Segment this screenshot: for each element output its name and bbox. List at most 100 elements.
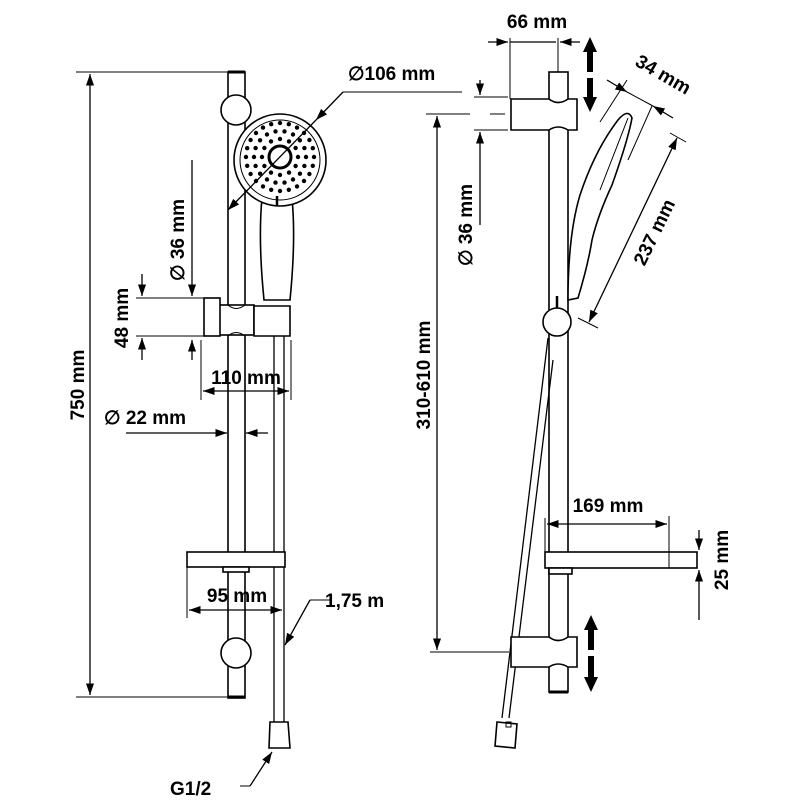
nozzle-dot <box>277 172 283 178</box>
front-holder <box>203 297 291 337</box>
nozzle-dot <box>297 171 303 176</box>
nozzle-dot <box>264 177 270 182</box>
side-holder-knob <box>542 307 572 337</box>
nozzle-dot <box>260 184 266 189</box>
holder-diameter-side-label: ∅ 36 mm <box>456 184 477 266</box>
leader-connector-thread: G1/2 <box>170 751 273 800</box>
dim-dish-projection: 169 mm <box>544 496 670 568</box>
nozzle-dot <box>277 136 283 142</box>
nozzle-pattern <box>243 120 317 194</box>
nozzle-dot <box>268 170 274 175</box>
nozzle-dot <box>257 138 263 143</box>
nozzle-dot <box>301 178 307 184</box>
nozzle-dot <box>290 177 296 182</box>
nozzle-dot <box>290 132 296 137</box>
adjust-up-down-arrow-icon <box>583 37 597 112</box>
dim-holder-diameter-front: ∅ 36 mm <box>168 160 204 360</box>
adjust-up-down-arrow-icon <box>584 615 598 692</box>
nozzle-dot <box>269 122 274 127</box>
front-soap-dish <box>186 551 286 573</box>
nozzle-dot <box>273 180 278 185</box>
nozzle-dot <box>295 154 301 160</box>
front-shower-head <box>233 113 327 301</box>
nozzle-dot <box>253 130 259 136</box>
front-top-bracket <box>220 94 252 126</box>
nozzle-dot <box>282 129 287 134</box>
dim-total-height: 750 mm <box>68 71 228 698</box>
nozzle-dot <box>269 187 274 192</box>
nozzle-dot <box>286 170 292 175</box>
holder-diameter-front-label: ∅ 36 mm <box>168 199 189 281</box>
nozzle-dot <box>286 139 292 144</box>
nozzle-dot <box>257 171 263 176</box>
leader-hose-length: 1,75 m <box>284 591 384 646</box>
front-rail <box>227 70 246 699</box>
nozzle-dot <box>268 139 274 144</box>
side-soap-dish <box>544 551 698 575</box>
total-height-label: 750 mm <box>68 350 89 421</box>
hose-length-label: 1,75 m <box>325 591 384 612</box>
nozzle-dot <box>286 187 291 192</box>
nozzle-dot <box>293 145 298 151</box>
dim-adjust-range: 310-610 mm <box>414 113 470 650</box>
dim-holder-height: 48 mm <box>112 274 218 360</box>
nozzle-dot <box>248 171 253 177</box>
holder-height-label: 48 mm <box>112 288 133 348</box>
holder-depth-label: 110 mm <box>211 368 281 389</box>
side-bottom-bracket <box>430 636 578 668</box>
adjust-range-label: 310-610 mm <box>414 321 435 430</box>
nozzle-dot <box>277 188 283 194</box>
handset-width-label: 34 mm <box>631 51 694 99</box>
nozzle-dot <box>253 145 258 151</box>
nozzle-dot <box>310 146 315 151</box>
side-rail <box>548 71 569 694</box>
dim-soap-dish-depth: 95 mm <box>186 567 285 618</box>
nozzle-dot <box>245 146 250 151</box>
nozzle-dot <box>311 154 317 160</box>
nozzle-dot <box>251 154 257 160</box>
dim-bracket-offset: 66 mm <box>488 12 580 99</box>
nozzle-dot <box>302 163 307 169</box>
dish-height-label: 25 mm <box>712 530 733 590</box>
side-top-bracket <box>490 98 578 131</box>
nozzle-dot <box>262 145 267 151</box>
front-bottom-bracket <box>220 637 252 669</box>
nozzle-dot <box>243 154 249 160</box>
dim-dish-height: 25 mm <box>694 530 733 620</box>
rail-diameter-label: ∅ 22 mm <box>104 408 186 429</box>
connector-thread-label: G1/2 <box>170 779 211 800</box>
nozzle-dot <box>307 137 312 143</box>
front-view: 750 mm ∅106 mm ∅ 36 mm 48 mm <box>68 64 462 800</box>
side-view: 66 mm ∅ 36 mm 310-610 mm 34 mm <box>414 12 733 749</box>
nozzle-dot <box>286 122 291 127</box>
bracket-offset-label: 66 mm <box>507 12 567 33</box>
nozzle-dot <box>310 163 315 168</box>
dim-holder-diameter-side: ∅ 36 mm <box>456 80 508 266</box>
nozzle-dot <box>259 154 265 160</box>
nozzle-dot <box>282 180 287 185</box>
nozzle-dot <box>294 184 300 189</box>
nozzle-dot <box>277 120 283 126</box>
dim-holder-depth: 110 mm <box>200 340 292 400</box>
side-hose <box>494 337 554 749</box>
dish-projection-label: 169 mm <box>573 496 644 517</box>
soap-dish-depth-label: 95 mm <box>207 586 267 607</box>
nozzle-dot <box>294 125 300 130</box>
nozzle-dot <box>297 138 303 143</box>
nozzle-dot <box>245 163 250 168</box>
nozzle-dot <box>248 137 253 143</box>
handset-length-label: 237 mm <box>630 196 680 269</box>
nozzle-dot <box>260 125 266 130</box>
dim-rail-diameter: ∅ 22 mm <box>104 408 268 438</box>
nozzle-dot <box>273 129 278 134</box>
nozzle-dot <box>307 171 312 177</box>
head-diameter-label: ∅106 mm <box>348 64 435 85</box>
nozzle-dot <box>262 163 267 169</box>
nozzle-dot <box>264 132 270 137</box>
front-hose <box>268 336 291 749</box>
nozzle-dot <box>302 145 307 151</box>
nozzle-dot <box>293 163 298 169</box>
dim-head-diameter: ∅106 mm <box>227 64 462 211</box>
